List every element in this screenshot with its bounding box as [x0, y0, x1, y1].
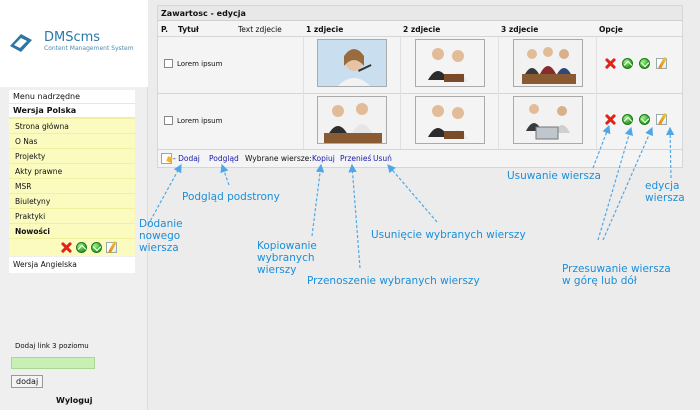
photo-team-icon	[514, 40, 582, 86]
arrow-preview	[220, 163, 230, 186]
arrow-copy	[311, 163, 325, 237]
annotation-copy: Kopiowanie wybranych wierszy	[257, 240, 317, 276]
add-link-input[interactable]	[11, 357, 95, 369]
sidebar-item-actions	[9, 238, 135, 256]
section-english[interactable]: Wersja Angielska	[9, 257, 135, 273]
edit-icon[interactable]	[656, 58, 667, 69]
annotation-move: Przenoszenie wybranych wierszy	[307, 275, 480, 287]
photo-thumbnail[interactable]	[415, 96, 485, 144]
move-up-icon[interactable]	[622, 58, 633, 69]
menu-heading: Menu nadrzędne	[9, 90, 135, 104]
move-up-icon[interactable]	[76, 242, 87, 253]
sidebar-item-news[interactable]: Nowości	[9, 223, 135, 238]
sidebar-item-about[interactable]: O Nas	[9, 133, 135, 148]
arrow-delete-selected	[387, 164, 438, 223]
column-header-photo2: 2 zdjecie	[403, 25, 441, 34]
annotation-delete-row: Usuwanie wiersza	[507, 170, 601, 182]
add-link-label: Dodaj link 3 poziomu	[15, 342, 89, 350]
photo-thumbnail[interactable]	[317, 96, 387, 144]
annotation-move-row: Przesuwanie wiersza w górę lub dół	[562, 263, 671, 287]
selected-rows-label: Wybrane wiersze:	[245, 154, 312, 163]
column-header-title: Tytuł	[178, 25, 199, 34]
row-checkbox[interactable]	[164, 59, 173, 68]
row-options	[605, 114, 667, 125]
sidebar-menu: Menu nadrzędne Wersja Polska Strona głów…	[9, 90, 135, 273]
delete-icon[interactable]	[61, 242, 72, 253]
photo-laptop-icon	[514, 97, 582, 143]
sidebar-item-home[interactable]: Strona główna	[9, 118, 135, 133]
row-title: Lorem ipsum	[177, 117, 223, 125]
brand-tagline: Content Management System	[44, 45, 134, 52]
move-down-icon[interactable]	[91, 242, 102, 253]
footer-divider	[158, 149, 682, 150]
column-separator	[596, 37, 597, 149]
arrow-add-row	[147, 163, 182, 226]
logo-icon	[10, 34, 32, 52]
sidebar-item-legal[interactable]: Akty prawne	[9, 163, 135, 178]
delete-link[interactable]: Usuń	[373, 154, 392, 163]
column-header-options: Opcje	[599, 25, 623, 34]
move-down-icon[interactable]	[639, 114, 650, 125]
delete-icon[interactable]	[605, 58, 616, 69]
photo-office-icon	[416, 40, 484, 86]
sidebar-item-bulletins[interactable]: Biuletyny	[9, 193, 135, 208]
add-row-link[interactable]: - Dodaj	[173, 154, 200, 163]
sidebar-item-practices[interactable]: Praktyki	[9, 208, 135, 223]
column-separator	[400, 37, 401, 149]
copy-link[interactable]: Kopiuj	[312, 154, 335, 163]
logout-link[interactable]: Wyloguj	[56, 396, 93, 405]
photo-woman-icon	[318, 40, 386, 86]
sidebar-item-projects[interactable]: Projekty	[9, 148, 135, 163]
photo-office-icon	[416, 97, 484, 143]
column-separator	[498, 37, 499, 149]
column-header-position: P.	[161, 25, 168, 34]
sidebar: DMScms Content Management System Menu na…	[0, 0, 148, 410]
annotation-preview: Podgląd podstrony	[182, 191, 280, 203]
row-divider	[158, 93, 682, 94]
row-checkbox[interactable]	[164, 116, 173, 125]
move-link[interactable]: Przenieś	[340, 154, 372, 163]
content-edit-panel: Zawartosc - edycja P. Tytuł Text zdjecie…	[157, 5, 683, 168]
row-options	[605, 58, 667, 69]
logo: DMScms Content Management System	[0, 0, 148, 87]
panel-footer: - Dodaj Podgląd Wybrane wiersze: Kopiuj …	[158, 149, 682, 168]
photo-thumbnail[interactable]	[513, 39, 583, 87]
photo-thumbnail[interactable]	[317, 39, 387, 87]
add-link-button[interactable]: dodaj	[11, 375, 44, 388]
annotation-add-row: Dodanie nowego wiersza	[139, 218, 183, 254]
panel-title: Zawartosc - edycja	[158, 6, 682, 21]
move-up-icon[interactable]	[622, 114, 633, 125]
row-title: Lorem ipsum	[177, 60, 223, 68]
column-header-photo1: 1 zdjecie	[306, 25, 344, 34]
column-header-text: Text zdjecie	[238, 25, 282, 34]
column-separator	[303, 37, 304, 149]
sidebar-item-msr[interactable]: MSR	[9, 178, 135, 193]
preview-link[interactable]: Podgląd	[209, 154, 239, 163]
photo-meeting-icon	[318, 97, 386, 143]
brand-name: DMScms	[44, 30, 101, 45]
header-divider	[158, 36, 682, 37]
add-icon[interactable]	[161, 153, 172, 164]
delete-icon[interactable]	[605, 114, 616, 125]
annotation-edit-row: edycja wiersza	[645, 180, 685, 204]
move-down-icon[interactable]	[639, 58, 650, 69]
edit-icon[interactable]	[656, 114, 667, 125]
section-polish[interactable]: Wersja Polska	[9, 104, 135, 118]
arrow-move	[348, 163, 361, 269]
photo-thumbnail[interactable]	[513, 96, 583, 144]
photo-thumbnail[interactable]	[415, 39, 485, 87]
edit-icon[interactable]	[106, 242, 117, 253]
column-header-photo3: 3 zdjecie	[501, 25, 539, 34]
annotation-delete-selected: Usunięcie wybranych wierszy	[371, 229, 526, 241]
